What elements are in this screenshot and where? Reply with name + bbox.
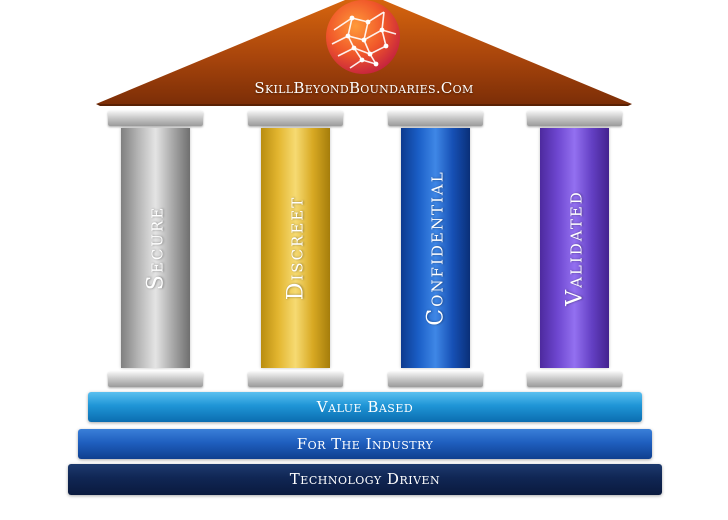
pillar-capital-discreet [248, 111, 343, 126]
pillar-capital-confidential [388, 111, 483, 126]
foundation-step-value-based: Value Based [88, 392, 642, 422]
foundation-step-for-the-industry: For The Industry [78, 429, 652, 459]
circuit-globe-icon [324, 0, 402, 78]
pillar-capital-validated [527, 111, 622, 126]
pillar-base-confidential [388, 372, 483, 387]
pillar-label: Discreet [283, 195, 308, 301]
pillar-base-discreet [248, 372, 343, 387]
site-name: SkillBeyondBoundaries.Com [254, 79, 474, 97]
pillar-discreet: Discreet [261, 128, 330, 368]
pillar-validated: Validated [540, 128, 609, 368]
pillar-label: Validated [562, 190, 587, 306]
pillar-secure: Secure [121, 128, 190, 368]
pillar-label: Secure [143, 205, 168, 291]
pillar-base-validated [527, 372, 622, 387]
pillar-base-secure [108, 372, 203, 387]
pillar-capital-secure [108, 111, 203, 126]
foundation-step-technology-driven: Technology Driven [68, 464, 662, 495]
roof: SkillBeyondBoundaries.Com [0, 0, 728, 110]
pillar-confidential: Confidential [401, 128, 470, 368]
pillar-label: Confidential [423, 170, 448, 326]
